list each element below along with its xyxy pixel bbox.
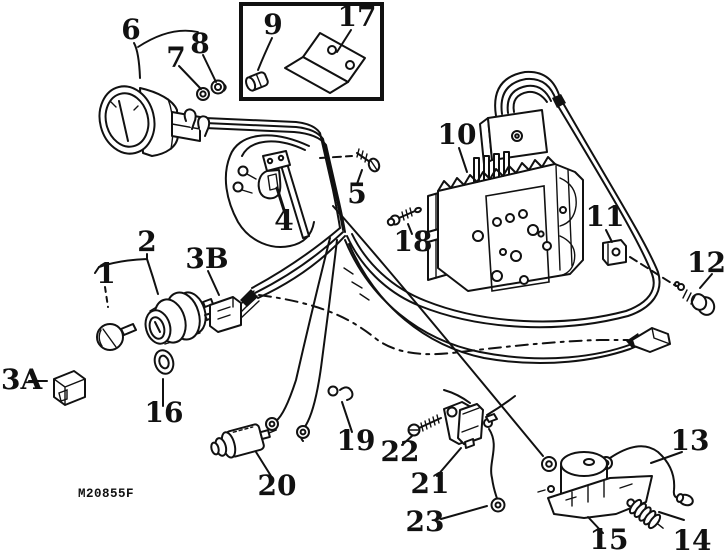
leader-22 xyxy=(401,435,413,446)
callout-20: 20 xyxy=(258,469,297,502)
leader-6-arc xyxy=(137,29,199,48)
clip-11-drawing xyxy=(602,239,627,266)
leader-7 xyxy=(178,65,202,90)
light-switch-drawing xyxy=(224,134,315,248)
screw-18-drawing xyxy=(386,206,422,227)
sender-switch-20-drawing xyxy=(210,423,277,459)
leader-10 xyxy=(458,147,468,173)
leader-20 xyxy=(255,451,272,477)
callout-9: 9 xyxy=(263,8,282,41)
gauge-drawing xyxy=(98,85,211,157)
callout-13: 13 xyxy=(671,424,710,457)
leader-13 xyxy=(650,451,683,464)
callout-1: 1 xyxy=(96,257,115,290)
callout-2: 2 xyxy=(137,225,156,258)
leader-19 xyxy=(341,401,353,433)
solenoid-15-drawing xyxy=(537,451,653,519)
callout-19: 19 xyxy=(337,424,376,457)
leader-17 xyxy=(336,29,352,53)
callout-17: 17 xyxy=(338,0,377,33)
nut-8-drawing xyxy=(210,79,227,95)
leader-lines xyxy=(28,29,713,534)
clip-19-drawing xyxy=(327,385,354,401)
screw-12-drawing xyxy=(674,281,716,316)
regulator-drawing xyxy=(427,70,584,292)
callout-5: 5 xyxy=(347,177,366,210)
leader-18 xyxy=(407,223,413,235)
leader-4 xyxy=(275,186,286,212)
jumper-wire-13-drawing xyxy=(609,445,694,507)
plug-14-drawing xyxy=(626,498,664,530)
nut-16-drawing xyxy=(153,349,175,375)
callout-16: 16 xyxy=(145,396,184,429)
inset-box xyxy=(239,2,384,101)
leader-14 xyxy=(658,511,685,521)
callout-18: 18 xyxy=(394,225,433,258)
callout-7: 7 xyxy=(166,41,185,74)
figure-code: M20855F xyxy=(78,487,134,501)
ignition-switch-drawing xyxy=(144,291,215,345)
leader-12 xyxy=(699,273,713,289)
leader-9 xyxy=(257,37,273,71)
leader-15 xyxy=(587,516,604,534)
leader-8 xyxy=(202,54,217,83)
washer-7-drawing xyxy=(196,87,210,101)
callout-4: 4 xyxy=(274,204,293,237)
leader-3b xyxy=(207,270,220,296)
wiring-harness-wires xyxy=(204,102,661,457)
leader-5-dash xyxy=(319,155,353,159)
callout-3b: 3B xyxy=(185,242,228,275)
leader-2 xyxy=(94,253,159,295)
callout-22: 22 xyxy=(381,435,420,468)
callout-23: 23 xyxy=(406,505,445,538)
callout-10: 10 xyxy=(438,118,477,151)
leader-6 xyxy=(133,42,141,79)
callout-12: 12 xyxy=(687,246,726,279)
screw-5-drawing xyxy=(356,148,381,173)
callout-6: 6 xyxy=(121,13,140,46)
harness-end-connector-drawing xyxy=(626,327,671,353)
callout-14: 14 xyxy=(673,524,712,554)
leader-11-12-dash xyxy=(629,256,677,287)
leader-23 xyxy=(440,505,488,520)
callout-21: 21 xyxy=(411,467,450,500)
callout-3a: 3A xyxy=(1,363,43,396)
callout-11: 11 xyxy=(586,200,625,233)
connector-3b-drawing xyxy=(209,289,260,333)
leader-5 xyxy=(356,169,363,185)
leader-1-dash xyxy=(104,286,109,308)
ground-wire-23-drawing xyxy=(488,428,506,513)
gauge-terminal-tabs xyxy=(183,108,211,137)
screw-22-drawing xyxy=(407,414,442,437)
connector-3a-drawing xyxy=(53,370,86,406)
safety-switch-21-drawing xyxy=(443,401,498,449)
callout-8: 8 xyxy=(190,27,209,60)
leader-21 xyxy=(436,447,462,477)
leader-11 xyxy=(605,229,613,243)
key-drawing xyxy=(96,323,137,351)
callout-15: 15 xyxy=(590,523,629,554)
sleeve-connector-9-drawing xyxy=(245,71,269,92)
angle-bracket-17-drawing xyxy=(284,32,366,94)
